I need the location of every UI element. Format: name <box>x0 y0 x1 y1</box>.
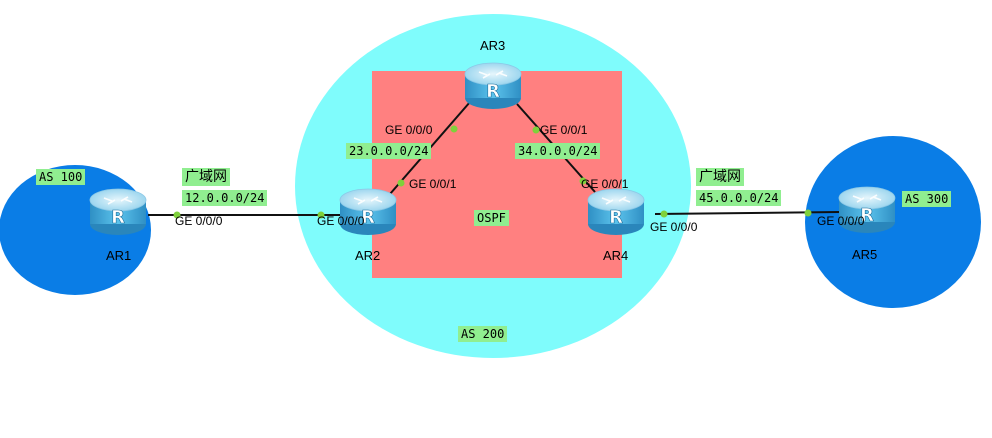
network-label-12: 12.0.0.0/24 <box>182 190 268 206</box>
network-label-23: 23.0.0.0/24 <box>346 143 432 159</box>
router-icon-ar5[interactable] <box>837 184 897 236</box>
wan-label-ar1-ar2: 广域网 <box>182 168 230 186</box>
as300-label: AS 300 <box>902 191 952 207</box>
router-label-ar2: AR2 <box>355 248 381 263</box>
interface-label-ar3-ge000: GE 0/0/0 <box>385 123 433 137</box>
port-dot <box>660 210 668 218</box>
router-label-ar4: AR4 <box>603 248 629 263</box>
wan-label-ar4-ar5: 广域网 <box>696 168 744 186</box>
as100-label: AS 100 <box>36 169 86 185</box>
router-icon-ar1[interactable] <box>88 186 148 238</box>
router-icon-ar3[interactable] <box>463 60 523 112</box>
interface-label-ar3-ge001: GE 0/0/1 <box>540 123 588 137</box>
network-label-34: 34.0.0.0/24 <box>515 143 601 159</box>
interface-label-ar2-ge000: GE 0/0/0 <box>317 214 365 228</box>
port-dot <box>397 179 405 187</box>
interface-label-ar4-ge000: GE 0/0/0 <box>650 220 698 234</box>
interface-label-ar1: GE 0/0/0 <box>175 214 223 228</box>
router-icon-ar2[interactable] <box>338 186 398 238</box>
interface-label-ar2-ge001: GE 0/0/1 <box>409 177 457 191</box>
router-label-ar5: AR5 <box>852 247 878 262</box>
network-label-45: 45.0.0.0/24 <box>696 190 782 206</box>
router-label-ar1: AR1 <box>106 248 132 263</box>
router-label-ar3: AR3 <box>480 38 506 53</box>
port-dot <box>532 126 540 134</box>
port-dot <box>579 177 587 185</box>
interface-label-ar5: GE 0/0/0 <box>817 214 865 228</box>
ospf-label: OSPF <box>474 210 509 226</box>
router-icon-ar4[interactable] <box>586 186 646 238</box>
port-dot <box>450 125 458 133</box>
as200-label: AS 200 <box>458 326 508 342</box>
interface-label-ar4-ge001: GE 0/0/1 <box>581 177 629 191</box>
port-dot <box>317 211 325 219</box>
port-dot <box>804 209 812 217</box>
port-dot <box>173 211 181 219</box>
